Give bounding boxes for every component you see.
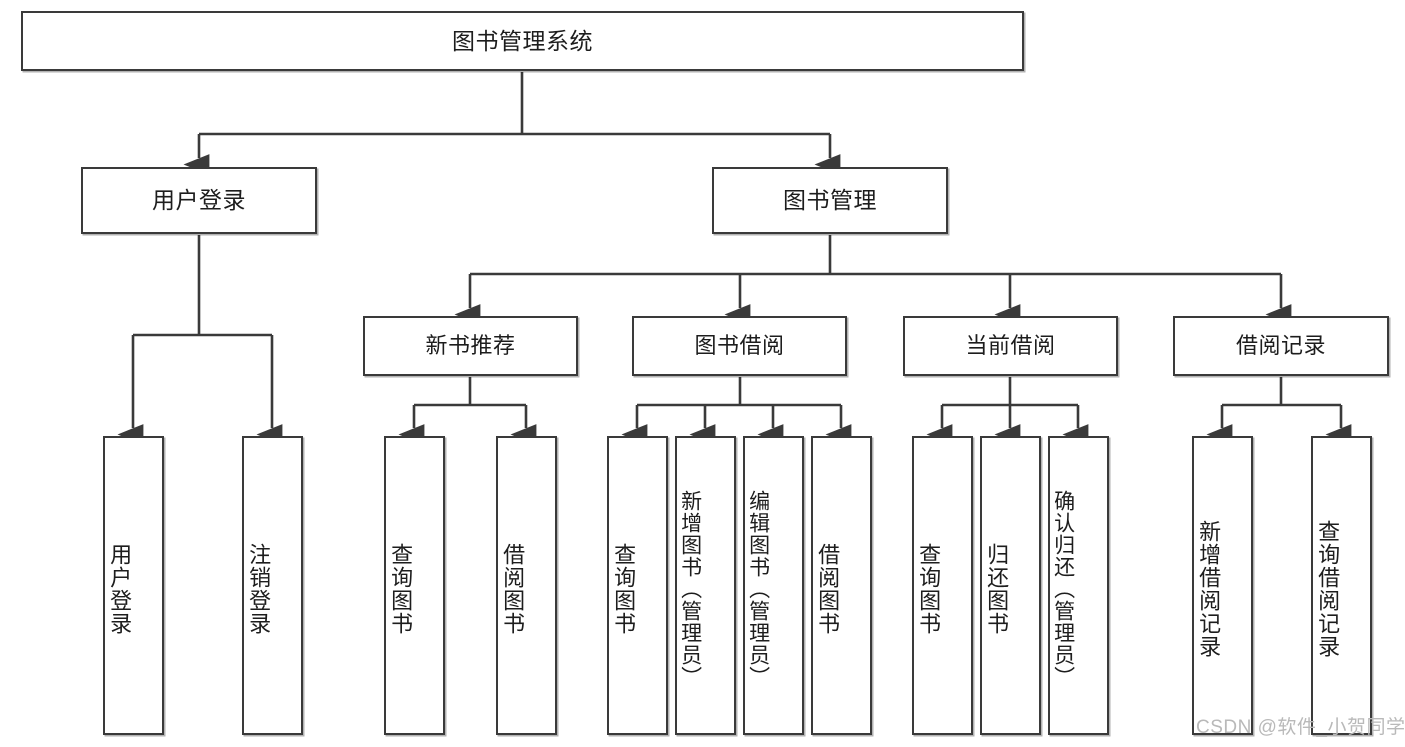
node-borrow-record[interactable]: 借阅记录 — [1173, 316, 1389, 376]
node-label: 编辑图书（管理员） — [746, 489, 770, 688]
node-label: 查询图书 — [388, 542, 414, 635]
leaf-current-return-book[interactable]: 归还图书 — [980, 436, 1041, 735]
leaf-user-logout[interactable]: 注销登录 — [242, 436, 303, 735]
node-label: 查询图书 — [611, 542, 637, 635]
node-label: 注销登录 — [246, 542, 272, 635]
leaf-borrow-borrow-book[interactable]: 借阅图书 — [811, 436, 872, 735]
node-label: 用户登录 — [107, 542, 133, 635]
leaf-borrow-query-book[interactable]: 查询图书 — [607, 436, 668, 735]
leaf-current-query-book[interactable]: 查询图书 — [912, 436, 973, 735]
node-book-borrow[interactable]: 图书借阅 — [632, 316, 847, 376]
leaf-borrow-add-book-admin[interactable]: 新增图书（管理员） — [675, 436, 736, 735]
node-label: 图书借阅 — [694, 333, 785, 359]
watermark: CSDN @软件_小贺同学 — [1196, 717, 1405, 738]
node-user-login[interactable]: 用户登录 — [81, 167, 317, 234]
node-label: 新增借阅记录 — [1196, 519, 1222, 658]
node-label: 借阅记录 — [1235, 333, 1326, 359]
node-label: 借阅图书 — [815, 542, 841, 635]
node-label: 图书管理 — [783, 187, 877, 214]
leaf-recommend-borrow-book[interactable]: 借阅图书 — [496, 436, 557, 735]
node-label: 新书推荐 — [425, 333, 516, 359]
node-label: 用户登录 — [152, 187, 246, 214]
node-new-book-recommend[interactable]: 新书推荐 — [363, 316, 578, 376]
leaf-recommend-query-book[interactable]: 查询图书 — [384, 436, 445, 735]
node-label: 当前借阅 — [965, 333, 1056, 359]
leaf-current-confirm-return-admin[interactable]: 确认归还（管理员） — [1048, 436, 1109, 735]
node-label: 查询图书 — [916, 542, 942, 635]
node-label: 图书管理系统 — [452, 27, 593, 54]
node-label: 归还图书 — [984, 542, 1010, 635]
node-label: 借阅图书 — [500, 542, 526, 635]
node-root-book-management-system[interactable]: 图书管理系统 — [21, 11, 1024, 71]
node-label: 确认归还（管理员） — [1051, 489, 1075, 688]
node-current-borrow[interactable]: 当前借阅 — [903, 316, 1118, 376]
node-label: 查询借阅记录 — [1315, 519, 1341, 658]
node-label: 新增图书（管理员） — [678, 489, 702, 688]
leaf-record-query-borrow-record[interactable]: 查询借阅记录 — [1311, 436, 1372, 735]
leaf-user-login[interactable]: 用户登录 — [103, 436, 164, 735]
node-book-management[interactable]: 图书管理 — [712, 167, 948, 234]
leaf-record-add-borrow-record[interactable]: 新增借阅记录 — [1192, 436, 1253, 735]
leaf-borrow-edit-book-admin[interactable]: 编辑图书（管理员） — [743, 436, 804, 735]
